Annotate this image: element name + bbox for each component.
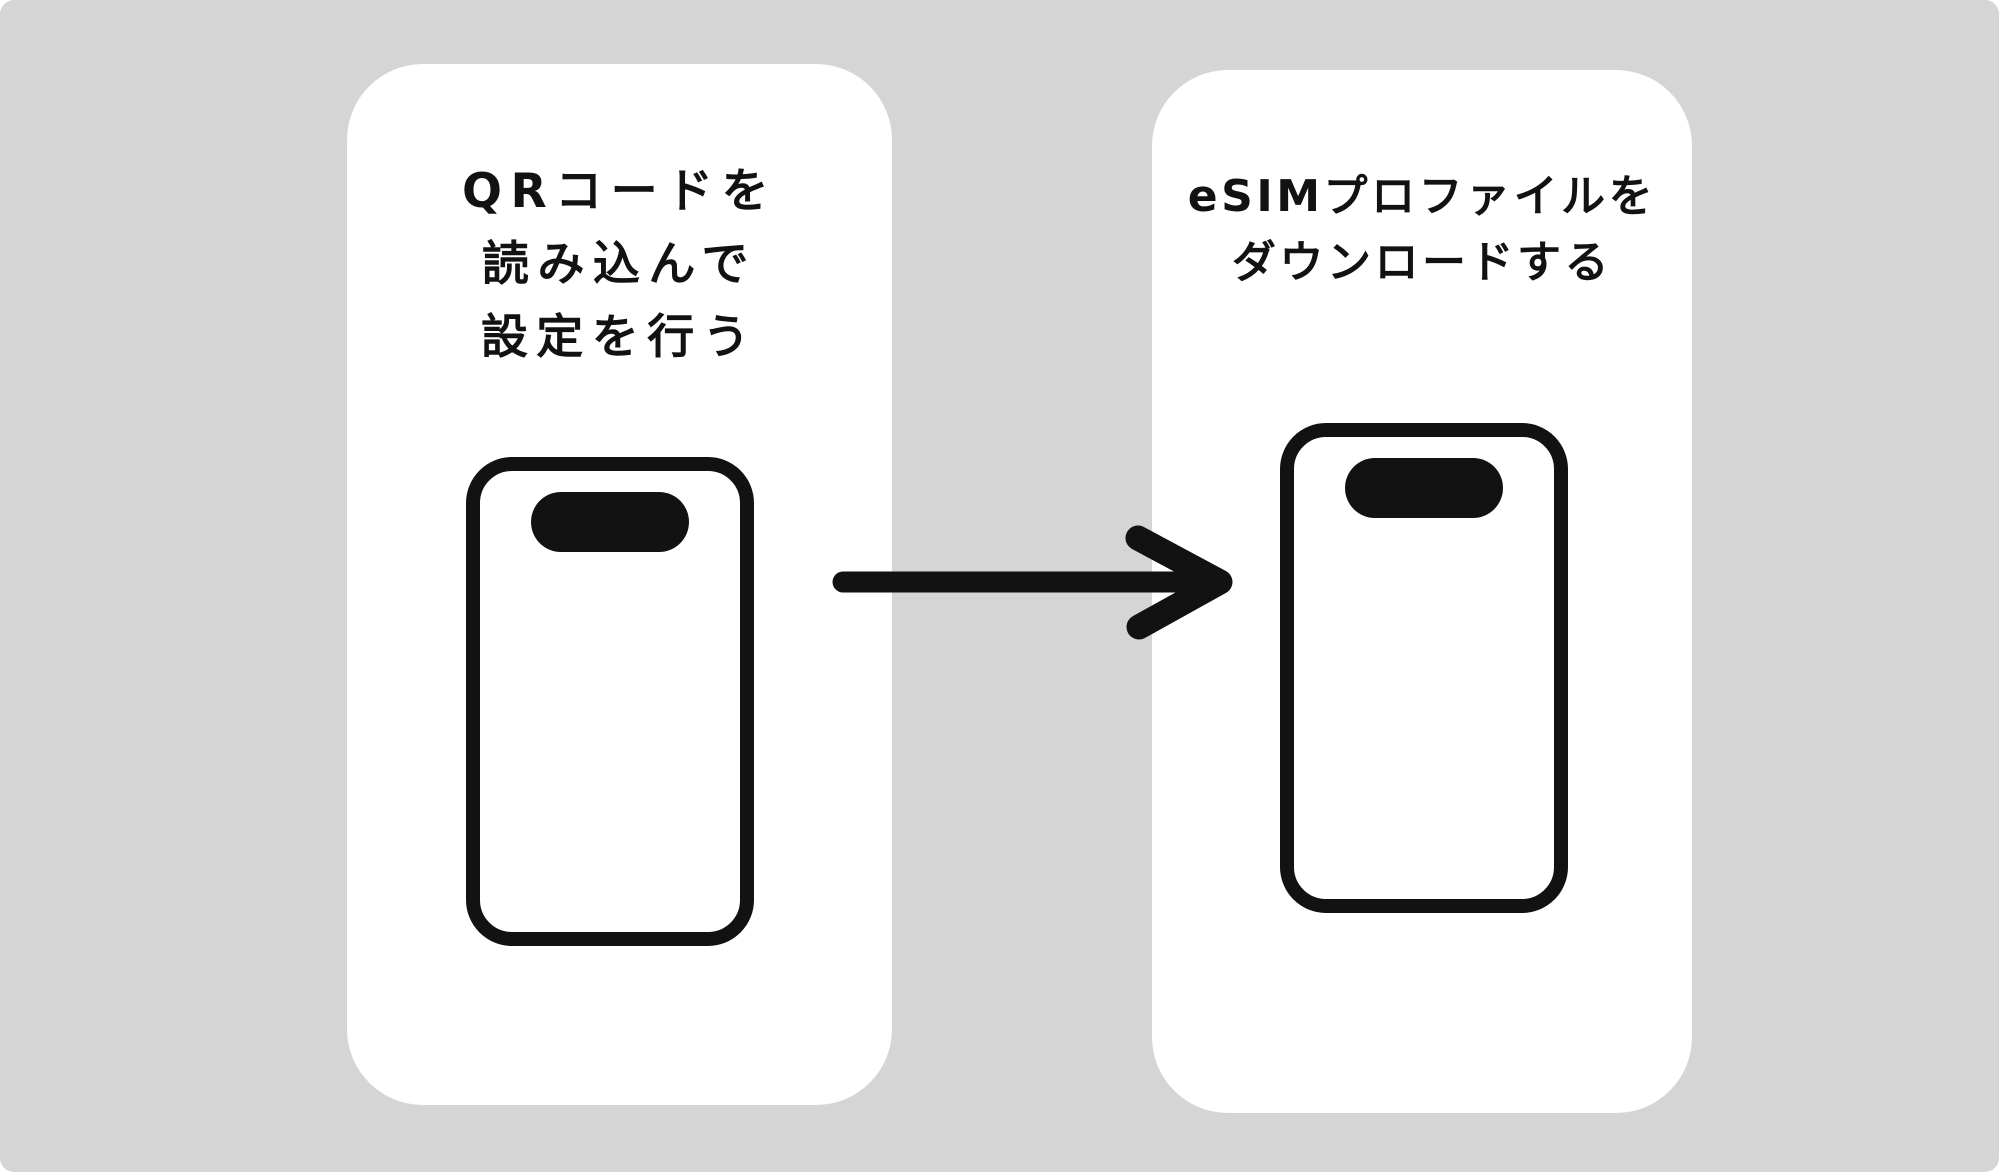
- step-caption-download-esim: eSIMプロファイルを ダウンロードする: [1152, 164, 1692, 296]
- step-caption-scan-qr: QRコードを 読み込んで 設定を行う: [347, 155, 892, 374]
- smartphone-icon: [466, 457, 754, 946]
- caption-line: eSIMプロファイルを: [1187, 171, 1657, 222]
- step-card-scan-qr: QRコードを 読み込んで 設定を行う: [347, 64, 892, 1105]
- arrow-right-icon: [832, 525, 1233, 640]
- phone-notch-icon: [531, 492, 689, 552]
- caption-line: 設定を行う: [480, 310, 759, 365]
- smartphone-icon: [1280, 423, 1568, 913]
- step-card-download-esim: eSIMプロファイルを ダウンロードする: [1152, 70, 1692, 1113]
- caption-line: 読み込んで: [482, 237, 757, 292]
- caption-line: QRコードを: [462, 164, 777, 219]
- caption-line: ダウンロードする: [1231, 237, 1613, 288]
- phone-notch-icon: [1345, 458, 1503, 518]
